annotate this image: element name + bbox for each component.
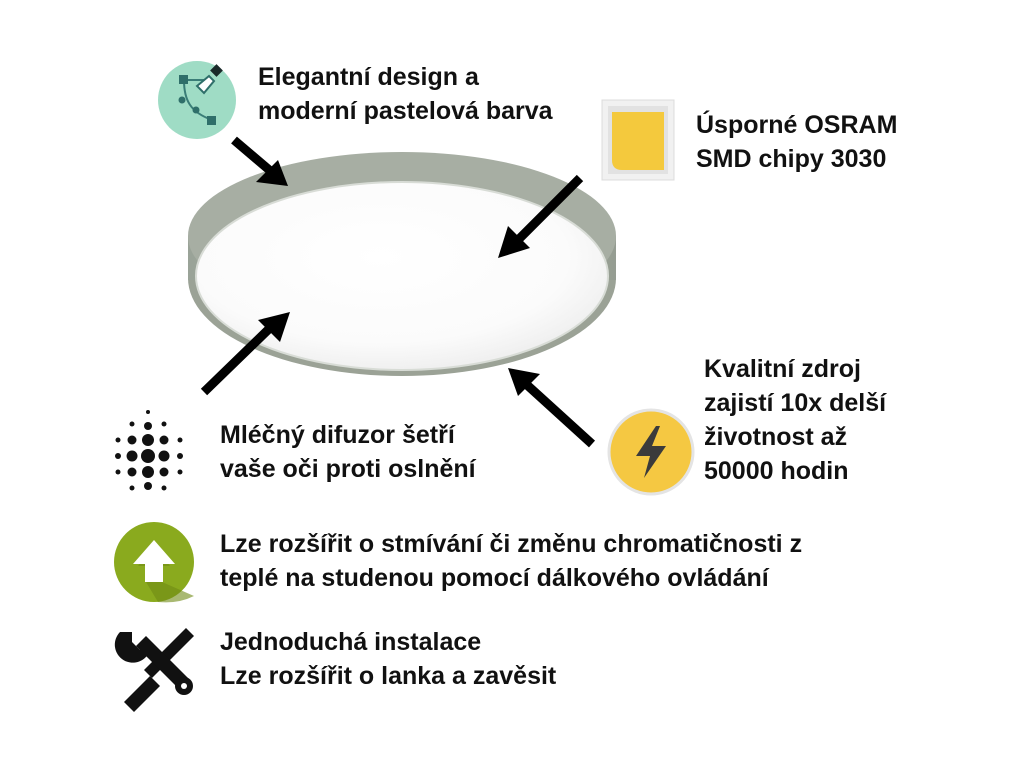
feature-design-line-1: Elegantní design a (258, 63, 479, 91)
feature-install-line-2: Lze rozšířit o lanka a zavěsit (220, 662, 557, 690)
feature-chips-line-2: SMD chipy 3030 (696, 145, 887, 173)
feature-design-text: Elegantní design a moderní pastelová bar… (258, 60, 553, 128)
pointer-arrows (200, 136, 596, 448)
feature-dimming-text: Lze rozšířit o stmívání či změnu chromat… (220, 527, 802, 595)
light-diffuser (195, 181, 609, 371)
feature-chips-text: Úsporné OSRAM SMD chipy 3030 (696, 108, 897, 176)
feature-power-line-4: 50000 hodin (704, 457, 849, 485)
arrow-chips (498, 174, 584, 258)
feature-diffuser-line-1: Mléčný difuzor šetří (220, 421, 455, 449)
feature-install-line-1: Jednoduchá instalace (220, 628, 482, 656)
arrow-power (508, 368, 596, 448)
feature-power-line-3: životnost až (704, 423, 848, 451)
feature-diffuser-line-2: vaše oči proti oslnění (220, 455, 476, 483)
feature-power-line-1: Kvalitní zdroj (704, 355, 861, 383)
feature-dimming-line-2: teplé na studenou pomocí dálkového ovlád… (220, 564, 769, 592)
feature-design-line-2: moderní pastelová barva (258, 97, 553, 125)
feature-power-line-2: zajistí 10x delší (704, 389, 887, 417)
arrow-diffuser (200, 312, 290, 396)
feature-chips-line-1: Úsporné OSRAM (696, 111, 898, 139)
feature-install-text: Jednoduchá instalace Lze rozšířit o lank… (220, 625, 556, 693)
feature-power-text: Kvalitní zdroj zajistí 10x delší životno… (704, 352, 886, 488)
feature-dimming-line-1: Lze rozšířit o stmívání či změnu chromat… (220, 530, 803, 558)
feature-diffuser-text: Mléčný difuzor šetří vaše oči proti osln… (220, 418, 476, 486)
arrow-design (231, 136, 288, 186)
